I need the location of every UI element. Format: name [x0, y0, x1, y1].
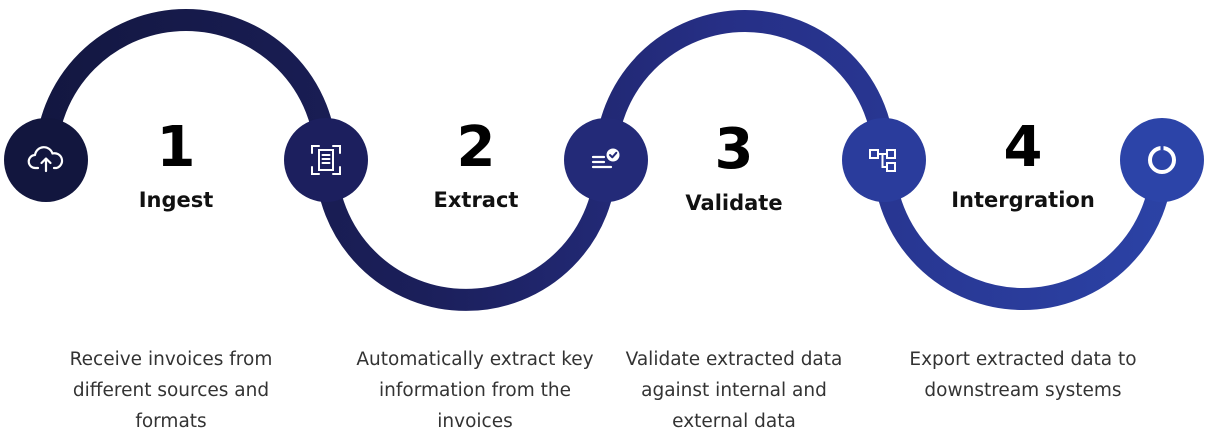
cloud-upload-icon: [27, 146, 64, 173]
document-scan-icon: [311, 145, 341, 175]
step-description-validate: Validate extracted data against internal…: [625, 349, 843, 432]
step-number-3: 3: [714, 117, 754, 182]
wave-arc-3: [595, 10, 895, 161]
node-validate: [564, 118, 648, 202]
step-number-2: 2: [456, 115, 496, 180]
wave-arc-2: [315, 159, 617, 311]
node-ingest: [4, 118, 88, 202]
wave-arc-4: [873, 159, 1173, 310]
step-description-integration: Export extracted data to downstream syst…: [909, 349, 1137, 401]
node-extract: [284, 118, 368, 202]
node-end: [1120, 118, 1204, 202]
node-integration: [842, 118, 926, 202]
step-title-validate: Validate: [685, 191, 783, 215]
step-description-ingest: Receive invoices from different sources …: [69, 349, 273, 432]
step-number-4: 4: [1003, 115, 1043, 180]
step-title-integration: Intergration: [951, 188, 1095, 212]
step-title-extract: Extract: [433, 188, 519, 212]
step-description-extract: Automatically extract key information fr…: [356, 349, 594, 432]
list-check-icon: [591, 148, 620, 169]
wave-arc-1: [35, 9, 337, 161]
step-title-ingest: Ingest: [138, 188, 214, 212]
hierarchy-icon: [869, 149, 896, 172]
circle-ring-icon: [1148, 146, 1176, 174]
step-number-1: 1: [156, 115, 196, 180]
